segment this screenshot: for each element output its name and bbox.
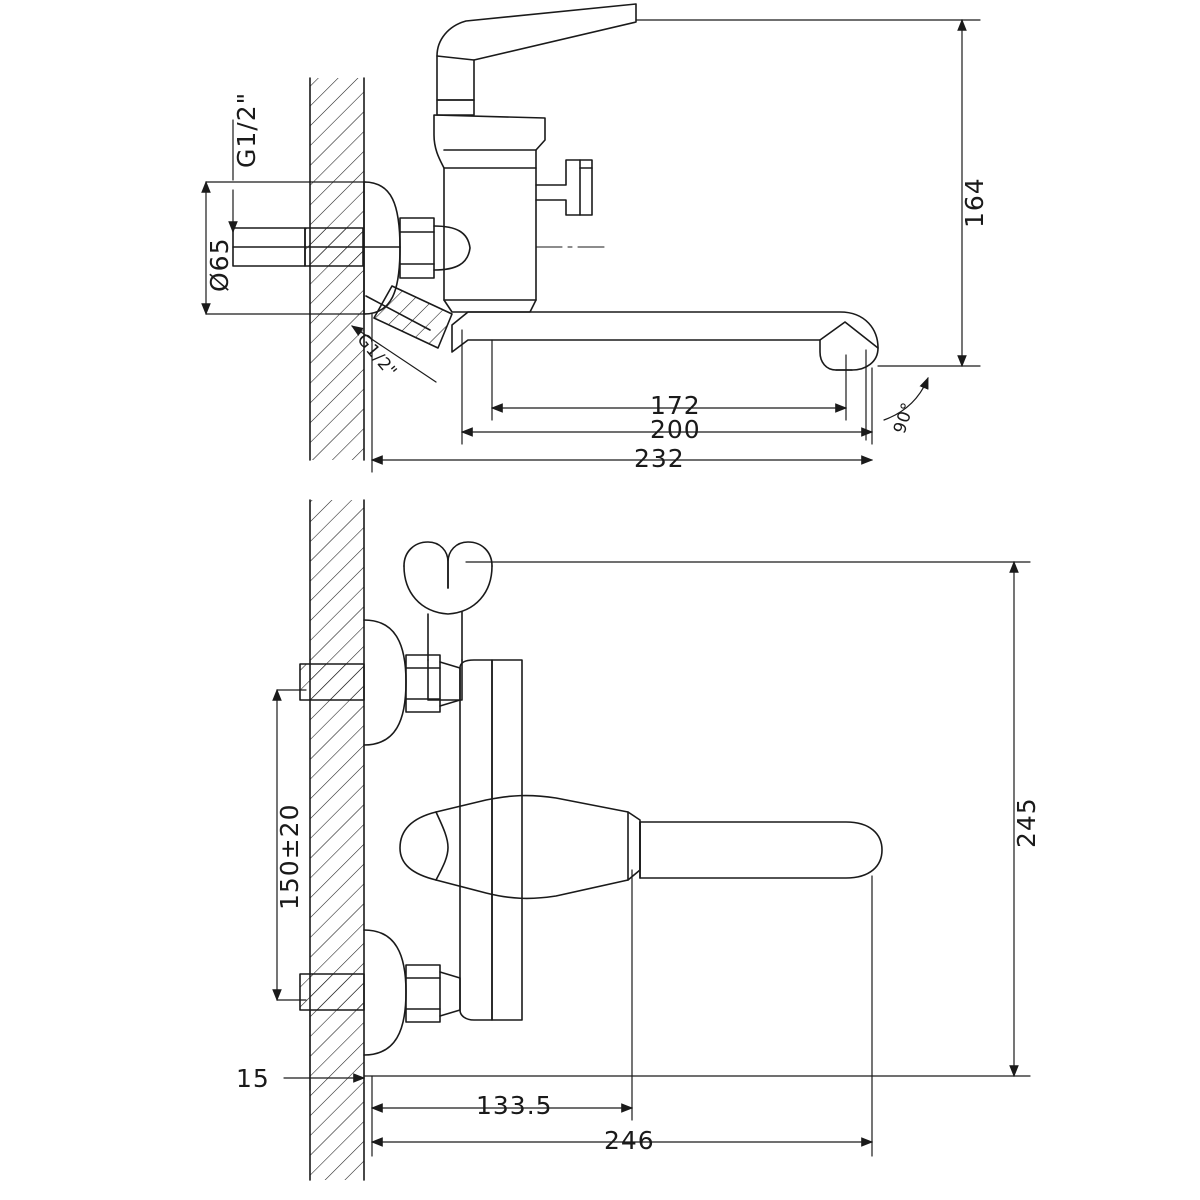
dim-246: [370, 875, 874, 1157]
spout-side: [451, 311, 879, 371]
angled-thread-side: [365, 285, 453, 349]
diverter-knob-side: [535, 159, 593, 216]
dim-133-5: [370, 869, 634, 1121]
lever-handle-side: [436, 3, 637, 116]
dim-150-20: [272, 688, 307, 1002]
spout-front: [639, 821, 883, 879]
label-thread-top: G1/2": [232, 91, 261, 168]
wall-hatch-bottom: [310, 500, 364, 1180]
dim-232: [370, 313, 874, 473]
nut-bottom-front: [405, 964, 461, 1023]
label-spout-172: 172: [650, 391, 701, 420]
lever-handle-front: [399, 794, 641, 900]
mixer-body-front: [459, 659, 523, 1021]
dim-15: [283, 1009, 366, 1091]
nut-top-front: [405, 654, 461, 713]
connector-nut-side: [399, 217, 471, 279]
thread-nipple-side: [232, 227, 401, 267]
label-flange-diameter: Ø65: [205, 237, 234, 293]
label-height-245: 245: [1012, 797, 1041, 848]
mixer-body-side: [433, 114, 546, 313]
dim-90deg: [865, 349, 929, 441]
wall-hatch-top: [310, 78, 364, 460]
label-spout-200: 200: [650, 415, 701, 444]
dim-diameter-65: [201, 180, 367, 316]
label-wall-offset-15: 15: [236, 1064, 270, 1093]
shower-holder-front: [403, 541, 493, 701]
dim-245: [363, 560, 1031, 1078]
dim-G12-bottom: [351, 325, 437, 383]
dim-200: [460, 329, 874, 445]
label-width-133-5: 133.5: [476, 1091, 553, 1120]
label-height-164: 164: [960, 177, 989, 228]
thread-bottom-front: [299, 973, 365, 1011]
label-center-distance: 150±20: [275, 803, 304, 910]
escutcheon-top-front: [363, 619, 407, 746]
label-total-232: 232: [634, 444, 685, 473]
dim-172: [490, 339, 848, 421]
escutcheon-bottom-front: [363, 929, 407, 1056]
label-width-246: 246: [604, 1126, 655, 1155]
thread-top-front: [299, 663, 365, 701]
dim-164: [635, 18, 981, 368]
